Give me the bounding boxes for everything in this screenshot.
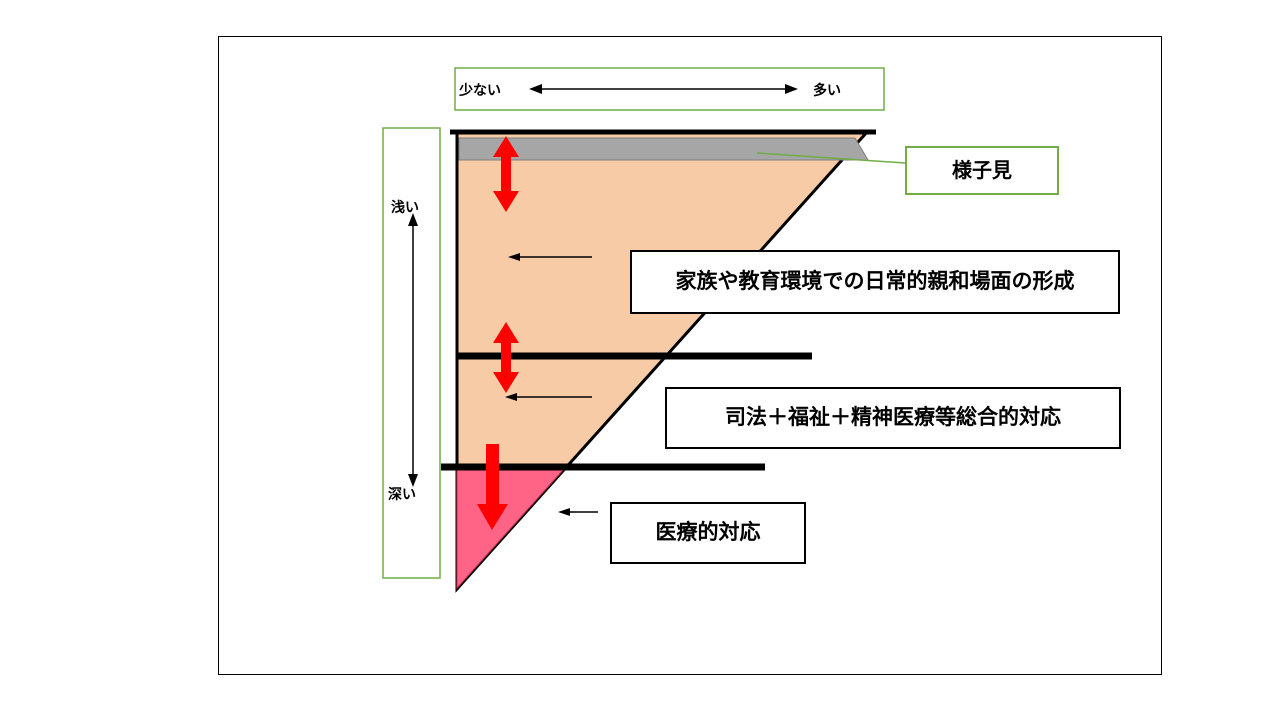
left-axis-box (382, 127, 441, 579)
watch-connector-line (756, 152, 906, 164)
label-box-medical-text: 医療的対応 (655, 521, 761, 545)
horizontal-axis-arrow-left-head (529, 84, 542, 94)
callout-arrow-integrated-head (505, 393, 517, 401)
label-box-integrated-text: 司法＋福祉＋精神医療等総合的対応 (725, 406, 1061, 430)
red-down-arrow (477, 444, 508, 530)
horizontal-axis-right-label: 多い (813, 82, 841, 98)
top-axis-box (454, 67, 885, 111)
label-box-family: 家族や教育環境での日常的親和場面の形成 (630, 250, 1120, 314)
label-box-family-text: 家族や教育環境での日常的親和場面の形成 (675, 270, 1075, 294)
pink-region (456, 469, 565, 590)
callout-arrow-family-head (508, 253, 520, 261)
label-box-integrated: 司法＋福祉＋精神医療等総合的対応 (665, 387, 1121, 449)
label-box-watch: 様子見 (905, 146, 1059, 195)
vertical-axis-bottom-label: 深い (388, 486, 416, 502)
label-box-medical: 医療的対応 (610, 502, 806, 564)
horizontal-axis-left-label: 少ない (459, 82, 501, 98)
label-box-watch-text: 様子見 (952, 159, 1012, 182)
callout-arrow-medical-head (558, 508, 570, 516)
red-double-arrow-middle (493, 322, 519, 393)
red-double-arrow-top (493, 136, 519, 212)
horizontal-axis-arrow-right-head (785, 84, 798, 94)
vertical-axis-top-label: 浅い (391, 199, 419, 215)
vertical-axis-arrow-top-head (408, 213, 418, 226)
vertical-axis-arrow-bottom-head (408, 474, 418, 487)
